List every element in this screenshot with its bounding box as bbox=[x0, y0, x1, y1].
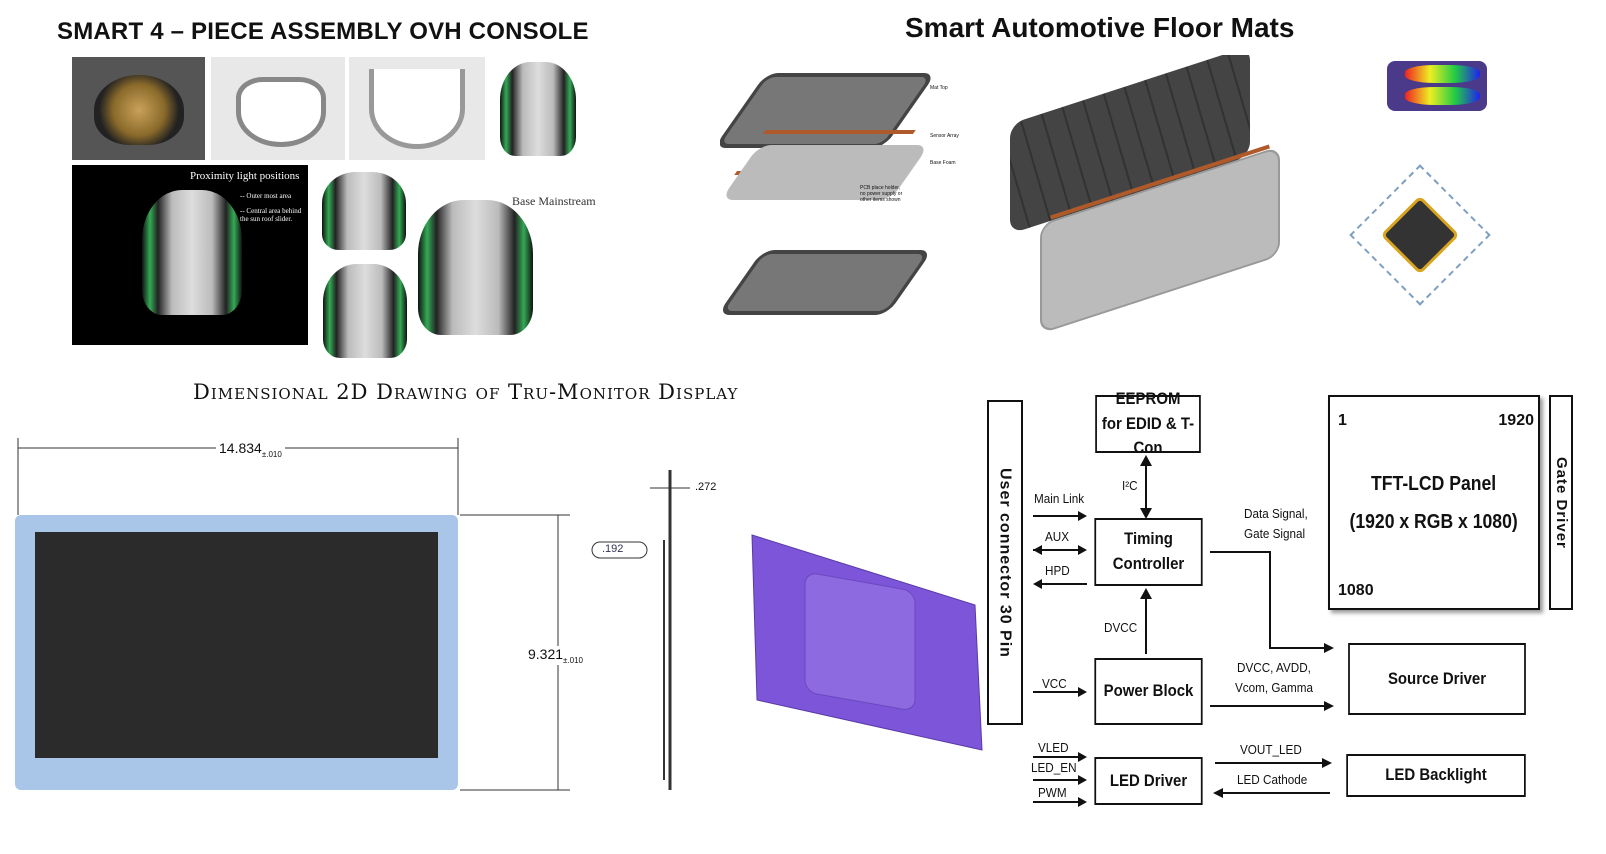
depth-dimension: .272 bbox=[695, 481, 717, 493]
width-dimension: 14.834±.010 bbox=[216, 440, 285, 459]
power-block-box: Power Block bbox=[1094, 658, 1203, 725]
pwm-label: PWM bbox=[1038, 785, 1067, 800]
led-driver-box: LED Driver bbox=[1094, 757, 1203, 805]
panel-corner-label: 1080 bbox=[1338, 581, 1374, 599]
vled-label: VLED bbox=[1038, 740, 1069, 755]
console-title: SMART 4 – PIECE ASSEMBLY OVH CONSOLE bbox=[57, 18, 589, 45]
height-dimension: 9.321±.010 bbox=[528, 646, 584, 665]
tft-lcd-panel-box: TFT-LCD Panel(1920 x RGB x 1080) 1 1920 … bbox=[1328, 395, 1540, 610]
console-render-front bbox=[500, 62, 576, 156]
console-variant-2 bbox=[323, 264, 407, 358]
hpd-label: HPD bbox=[1045, 563, 1070, 578]
monitor-screen bbox=[35, 532, 438, 758]
proximity-title: Proximity light positions bbox=[190, 170, 300, 182]
panel-corner-label: 1920 bbox=[1498, 412, 1534, 429]
floor-mat-exploded-diagram: Mat Top Sensor Array Base Foam PCB place… bbox=[720, 55, 975, 335]
drawing-title: Dimensional 2D Drawing of Tru-Monitor Di… bbox=[193, 380, 739, 404]
user-connector-box: User connector 30 Pin bbox=[987, 400, 1023, 725]
pcb-label: PCB place holder, no power supply or oth… bbox=[860, 185, 903, 203]
proximity-light-panel: Proximity light positions -- Outer most … bbox=[72, 165, 308, 345]
data-signal-label: Data Signal, bbox=[1244, 506, 1308, 521]
proximity-item: -- Central area behind the sun roof slid… bbox=[240, 207, 302, 223]
aux-label: AUX bbox=[1045, 529, 1070, 544]
gate-driver-box: Gate Driver bbox=[1549, 395, 1573, 610]
i2c-label: I²C bbox=[1122, 478, 1138, 493]
vout-led-label: VOUT_LED bbox=[1240, 742, 1302, 757]
source-driver-box: Source Driver bbox=[1348, 643, 1526, 715]
floor-mats-title: Smart Automotive Floor Mats bbox=[905, 12, 1295, 43]
sensor-array-label: Sensor Array bbox=[930, 133, 959, 139]
gate-signal-label: Gate Signal bbox=[1244, 526, 1306, 541]
main-link-label: Main Link bbox=[1034, 491, 1085, 506]
dvcc-label: DVCC bbox=[1104, 620, 1138, 635]
led-backlight-box: LED Backlight bbox=[1346, 754, 1526, 797]
bezel-dimension: .192 bbox=[602, 543, 624, 555]
base-mainstream-label: Base Mainstream bbox=[512, 194, 596, 208]
led-en-label: LED_EN bbox=[1031, 760, 1077, 775]
proximity-item: -- Outer most area bbox=[240, 192, 292, 200]
console-sketch-2 bbox=[349, 57, 485, 160]
console-base-mainstream bbox=[418, 200, 533, 335]
mat-top-label: Mat Top bbox=[930, 85, 948, 91]
led-cathode-label: LED Cathode bbox=[1237, 772, 1308, 787]
console-sketch-1 bbox=[211, 57, 345, 160]
monitor-bezel bbox=[15, 515, 458, 790]
vcc-label: VCC bbox=[1042, 676, 1067, 691]
dvcc-avdd-label: DVCC, AVDD, bbox=[1237, 660, 1311, 675]
console-render-photo bbox=[72, 57, 205, 160]
base-foam-label: Base Foam bbox=[930, 160, 956, 166]
console-variant-1 bbox=[322, 172, 406, 250]
pressure-heatmap bbox=[1335, 47, 1500, 125]
vcom-gamma-label: Vcom, Gamma bbox=[1235, 680, 1314, 695]
panel-corner-label: 1 bbox=[1338, 412, 1347, 429]
